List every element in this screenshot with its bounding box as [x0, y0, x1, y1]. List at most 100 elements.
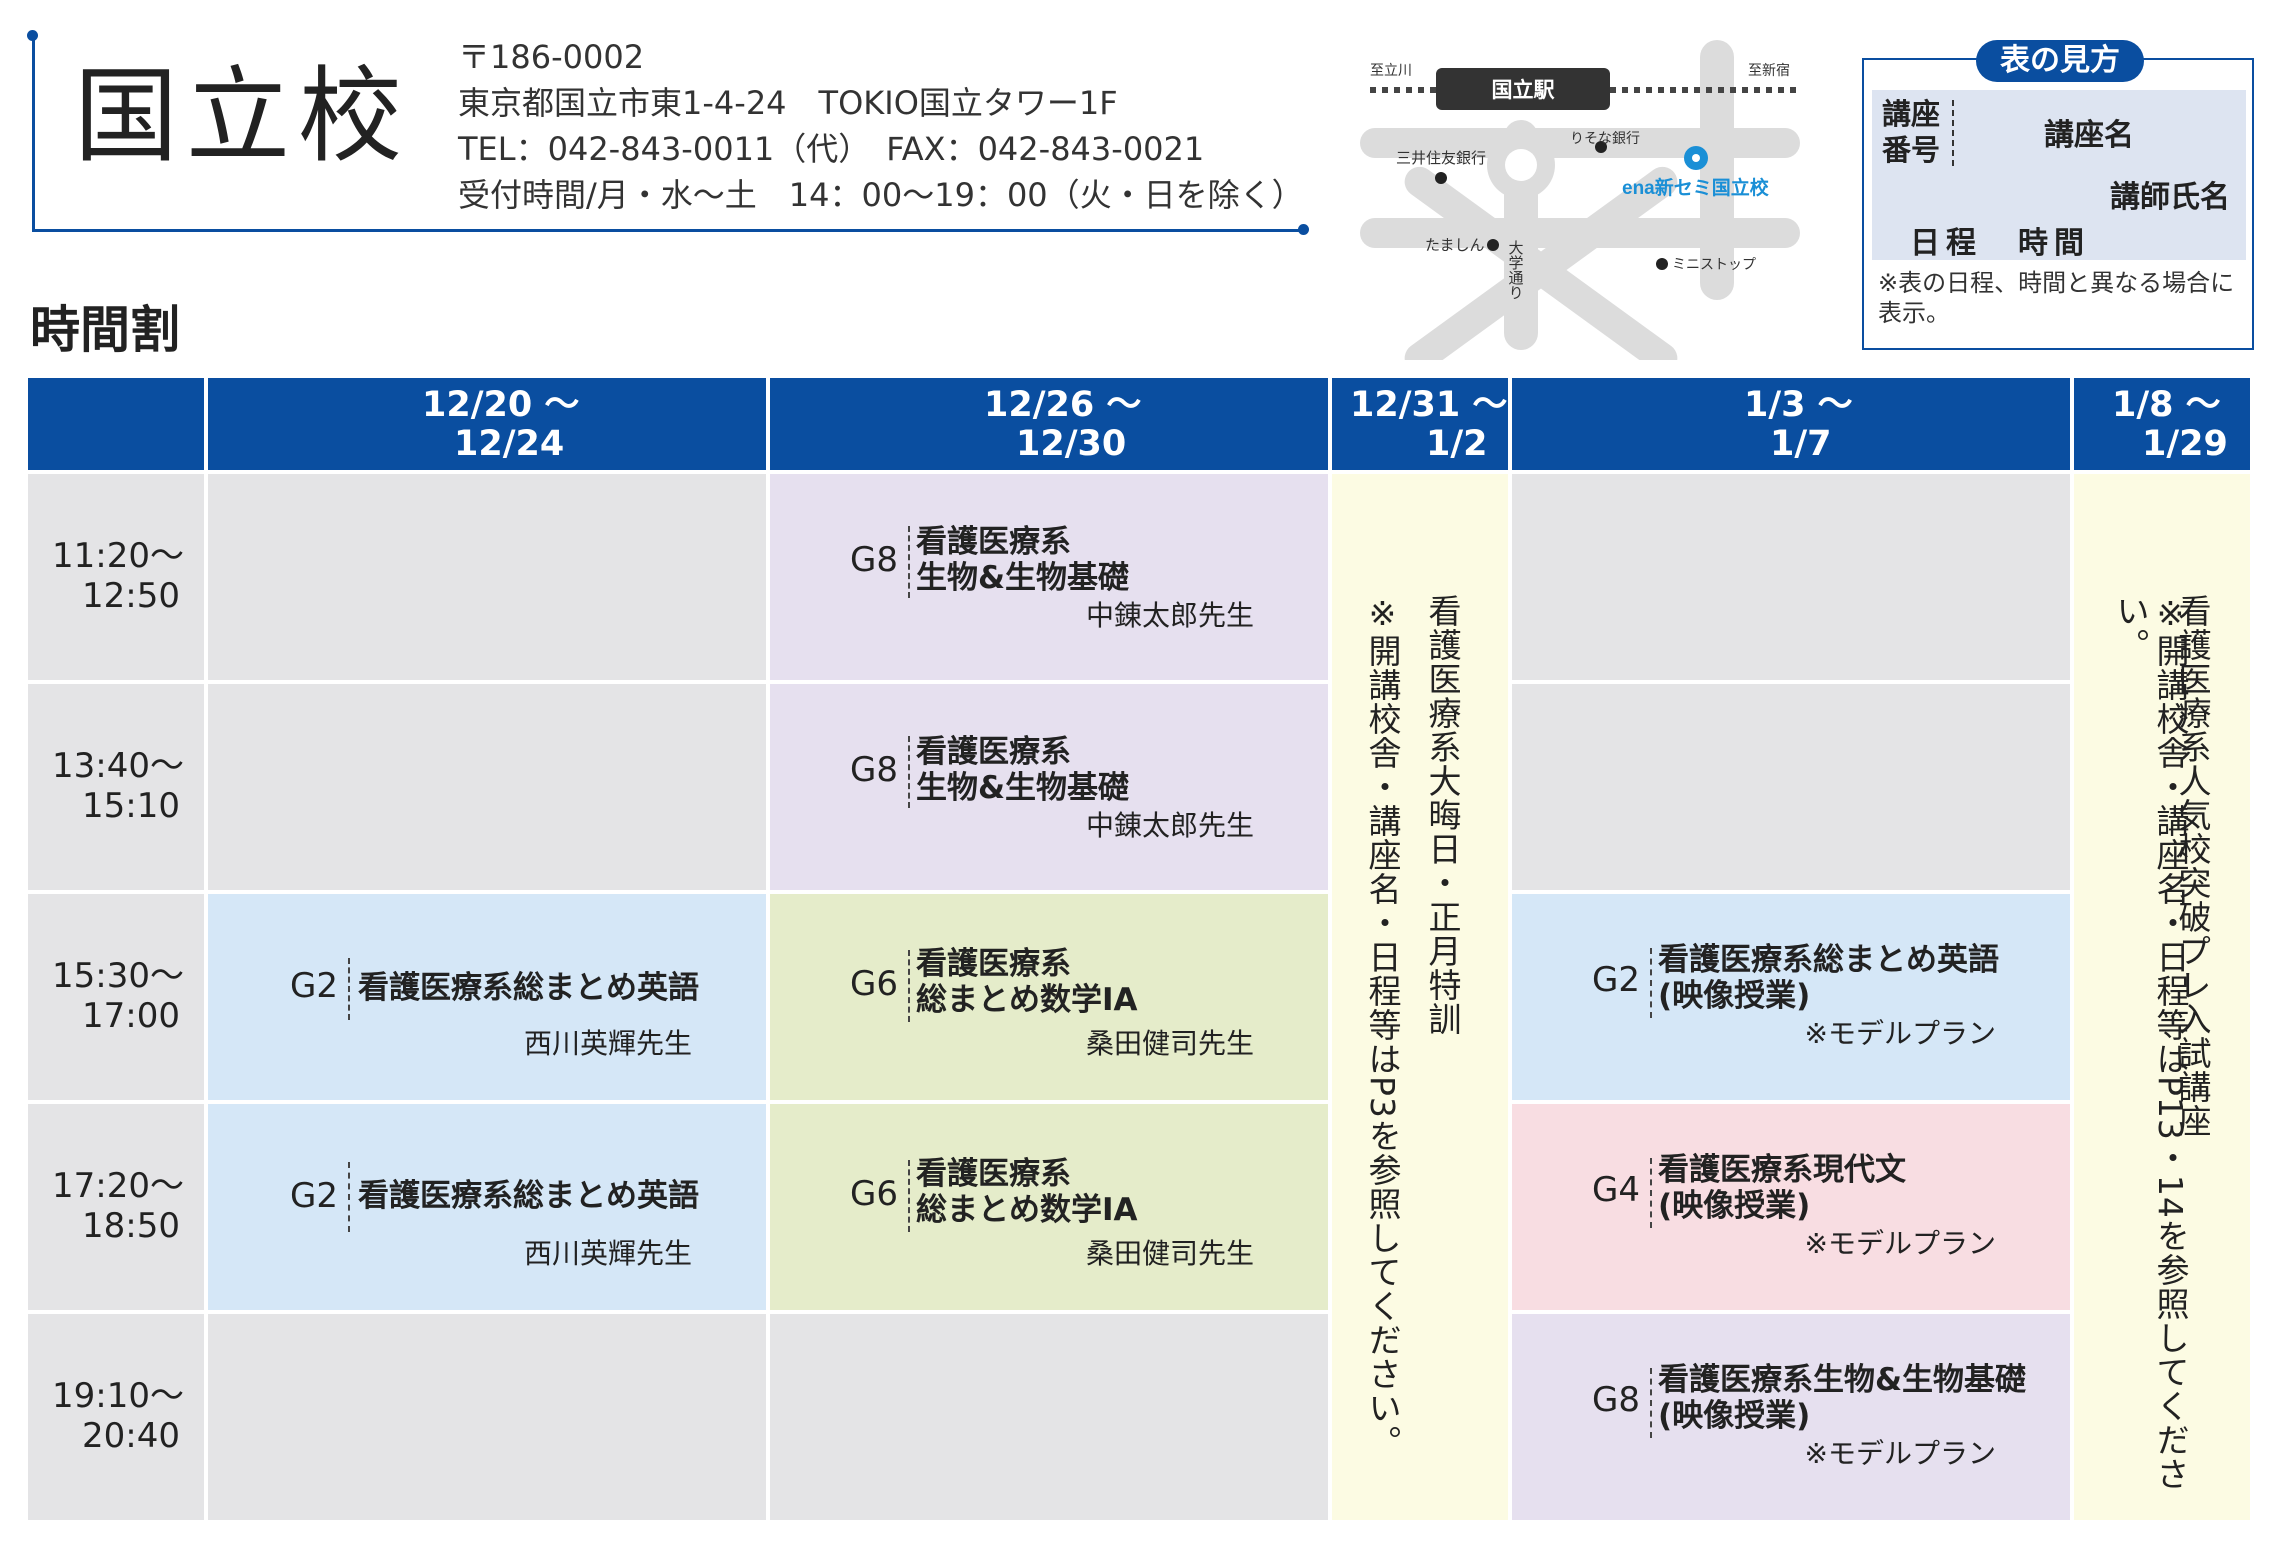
empty-cell: [770, 1314, 1328, 1520]
legend-note: ※表の日程、時間と異なる場合に表示。: [1878, 269, 2235, 327]
phone-fax: TEL：042-843-0011（代） FAX：042-843-0021: [458, 130, 1205, 168]
timetable-heading: 時間割: [30, 301, 180, 359]
empty-cell: [208, 474, 766, 680]
course-code: G8: [1592, 1380, 1640, 1420]
header-col-2: 12/26 ～ 12/30: [770, 378, 1328, 470]
course-name: 看護医療系 総まとめ数学ⅠA: [916, 1156, 1138, 1228]
course-code: G8: [850, 540, 898, 580]
map-roundabout-center: [1505, 149, 1537, 181]
course-code: G6: [850, 1174, 898, 1214]
empty-cell: [1512, 474, 2070, 680]
time-end: 12:50: [82, 576, 180, 616]
school-address: 〒186-0002 東京都国立市東1-4-24 TOKIO国立タワー1F TEL…: [458, 34, 1304, 218]
frame-dot-right: [1298, 224, 1309, 235]
course-note: ※モデルプラン: [1804, 1017, 1996, 1050]
course-separator: [348, 958, 350, 1020]
course-name: 看護医療系 生物&生物基礎: [916, 524, 1130, 596]
legend-box: 表の見方 講座番号 講座名 講師氏名 日程 時間 ※表の日程、時間と異なる場合に…: [1862, 40, 2254, 350]
header-col-3-start: 12/31 ～: [1350, 385, 1508, 425]
time-start: 15:30～: [52, 956, 184, 996]
time-start: 11:20～: [52, 536, 184, 576]
course-code: G2: [1592, 960, 1640, 1000]
map-marker-ena-inner: [1692, 154, 1700, 162]
time-cell: 11:20～12:50: [28, 474, 204, 680]
time-slot: 19:10～20:40: [52, 1376, 184, 1456]
course-cell: G8 看護医療系 生物&生物基礎 中錬太郎先生: [770, 474, 1328, 680]
course-code: G2: [290, 1176, 338, 1216]
header-col-5-start: 1/8 ～: [2112, 385, 2221, 425]
time-slot: 17:20～18:50: [52, 1166, 184, 1246]
special-course-title: 看護医療系人気校突破プレ入試講座: [2173, 594, 2212, 1138]
time-end: 15:10: [82, 786, 180, 826]
course-separator: [1650, 1368, 1652, 1438]
map-marker-ministop: [1656, 258, 1668, 270]
postal-code: 〒186-0002: [458, 38, 645, 76]
header-col-3-end: 1/2: [1426, 424, 1488, 464]
course-separator: [1650, 948, 1652, 1018]
course-name: 看護医療系現代文 (映像授業): [1658, 1152, 1906, 1224]
course-teacher: 西川英輝先生: [523, 1237, 692, 1270]
legend-separator: [1952, 100, 1954, 166]
frame-horizontal-line: [32, 229, 1300, 232]
course-teacher: 桑田健司先生: [1085, 1237, 1254, 1270]
time-cell: 13:40～15:10: [28, 684, 204, 890]
time-end: 18:50: [82, 1206, 180, 1246]
course-cell: G2 看護医療系総まとめ英語 西川英輝先生: [208, 894, 766, 1100]
access-map: 国立駅 至立川 至新宿 三井住友銀行 りそな銀行 ena新セミ国立校 たましん …: [1360, 40, 1800, 360]
special-course-title: 看護医療系大晦日・正月特訓: [1423, 594, 1462, 1036]
header-col-4-start: 1/3 ～: [1744, 385, 1853, 425]
frame-dot-top: [27, 30, 38, 41]
school-info-frame: [32, 32, 1304, 232]
course-teacher: 中錬太郎先生: [1085, 599, 1254, 632]
course-note: ※モデルプラン: [1804, 1437, 1996, 1470]
special-course-cell: 看護医療系大晦日・正月特訓 ※開講校舎・講座名・日程等はP3を参照してください。: [1332, 474, 1508, 1520]
course-separator: [908, 736, 910, 808]
header-col-2-end: 12/30: [1016, 424, 1127, 464]
header-corner: [28, 378, 204, 470]
legend-schedule-label: 日程 時間: [1910, 226, 2090, 261]
map-marker-resona: [1595, 141, 1607, 153]
course-code: G6: [850, 964, 898, 1004]
time-start: 13:40～: [52, 746, 184, 786]
course-teacher: 桑田健司先生: [1085, 1027, 1254, 1060]
map-marker-tamashin: [1487, 239, 1499, 251]
course-name: 看護医療系総まとめ英語: [358, 970, 699, 1006]
course-name: 看護医療系 生物&生物基礎: [916, 734, 1130, 806]
legend-title: 表の見方: [1976, 40, 2144, 82]
header-col-1-start: 12/20 ～: [422, 385, 580, 425]
time-cell: 17:20～18:50: [28, 1104, 204, 1310]
map-label-resona: りそな銀行: [1570, 130, 1640, 146]
time-start: 19:10～: [52, 1376, 184, 1416]
course-name: 看護医療系生物&生物基礎 (映像授業): [1658, 1362, 2027, 1434]
header-col-4-end: 1/7: [1770, 424, 1832, 464]
special-course-note: ※開講校舎・講座名・日程等はP13・14を参照してください。: [2111, 594, 2190, 1491]
office-hours: 受付時間/月・水～土 14：00～19：00（火・日を除く）: [458, 176, 1304, 214]
course-cell: G8 看護医療系生物&生物基礎 (映像授業) ※モデルプラン: [1512, 1314, 2070, 1520]
course-separator: [1650, 1158, 1652, 1228]
course-teacher: 西川英輝先生: [523, 1027, 692, 1060]
map-label-mitsui: 三井住友銀行: [1396, 150, 1486, 167]
map-road-diag-right: [1404, 166, 1678, 360]
map-marker-mitsui: [1435, 172, 1447, 184]
map-station-box: [1436, 68, 1610, 110]
legend-course-label: 講座名: [2044, 118, 2134, 153]
map-label-ena: ena新セミ国立校: [1622, 176, 1770, 199]
empty-cell: [208, 1314, 766, 1520]
map-road-east: [1700, 40, 1734, 300]
time-cell: 19:10～20:40: [28, 1314, 204, 1520]
header-col-5: 1/8 ～ 1/29: [2074, 378, 2250, 470]
street-address: 東京都国立市東1-4-24 TOKIO国立タワー1F: [458, 84, 1118, 122]
time-end: 20:40: [82, 1416, 180, 1456]
course-cell: G2 看護医療系総まとめ英語 (映像授業) ※モデルプラン: [1512, 894, 2070, 1100]
course-code: G8: [850, 750, 898, 790]
course-name: 看護医療系総まとめ英語 (映像授業): [1658, 942, 1999, 1014]
time-slot: 11:20～12:50: [52, 536, 184, 616]
time-slot: 13:40～15:10: [52, 746, 184, 826]
map-label-ministop: ミニストップ: [1672, 256, 1756, 272]
time-start: 17:20～: [52, 1166, 184, 1206]
course-cell: G2 看護医療系総まとめ英語 西川英輝先生: [208, 1104, 766, 1310]
course-code: G4: [1592, 1170, 1640, 1210]
course-name: 看護医療系 総まとめ数学ⅠA: [916, 946, 1138, 1018]
map-label-tamashin: たましん: [1425, 237, 1485, 254]
legend-teacher-label: 講師氏名: [2110, 180, 2230, 215]
